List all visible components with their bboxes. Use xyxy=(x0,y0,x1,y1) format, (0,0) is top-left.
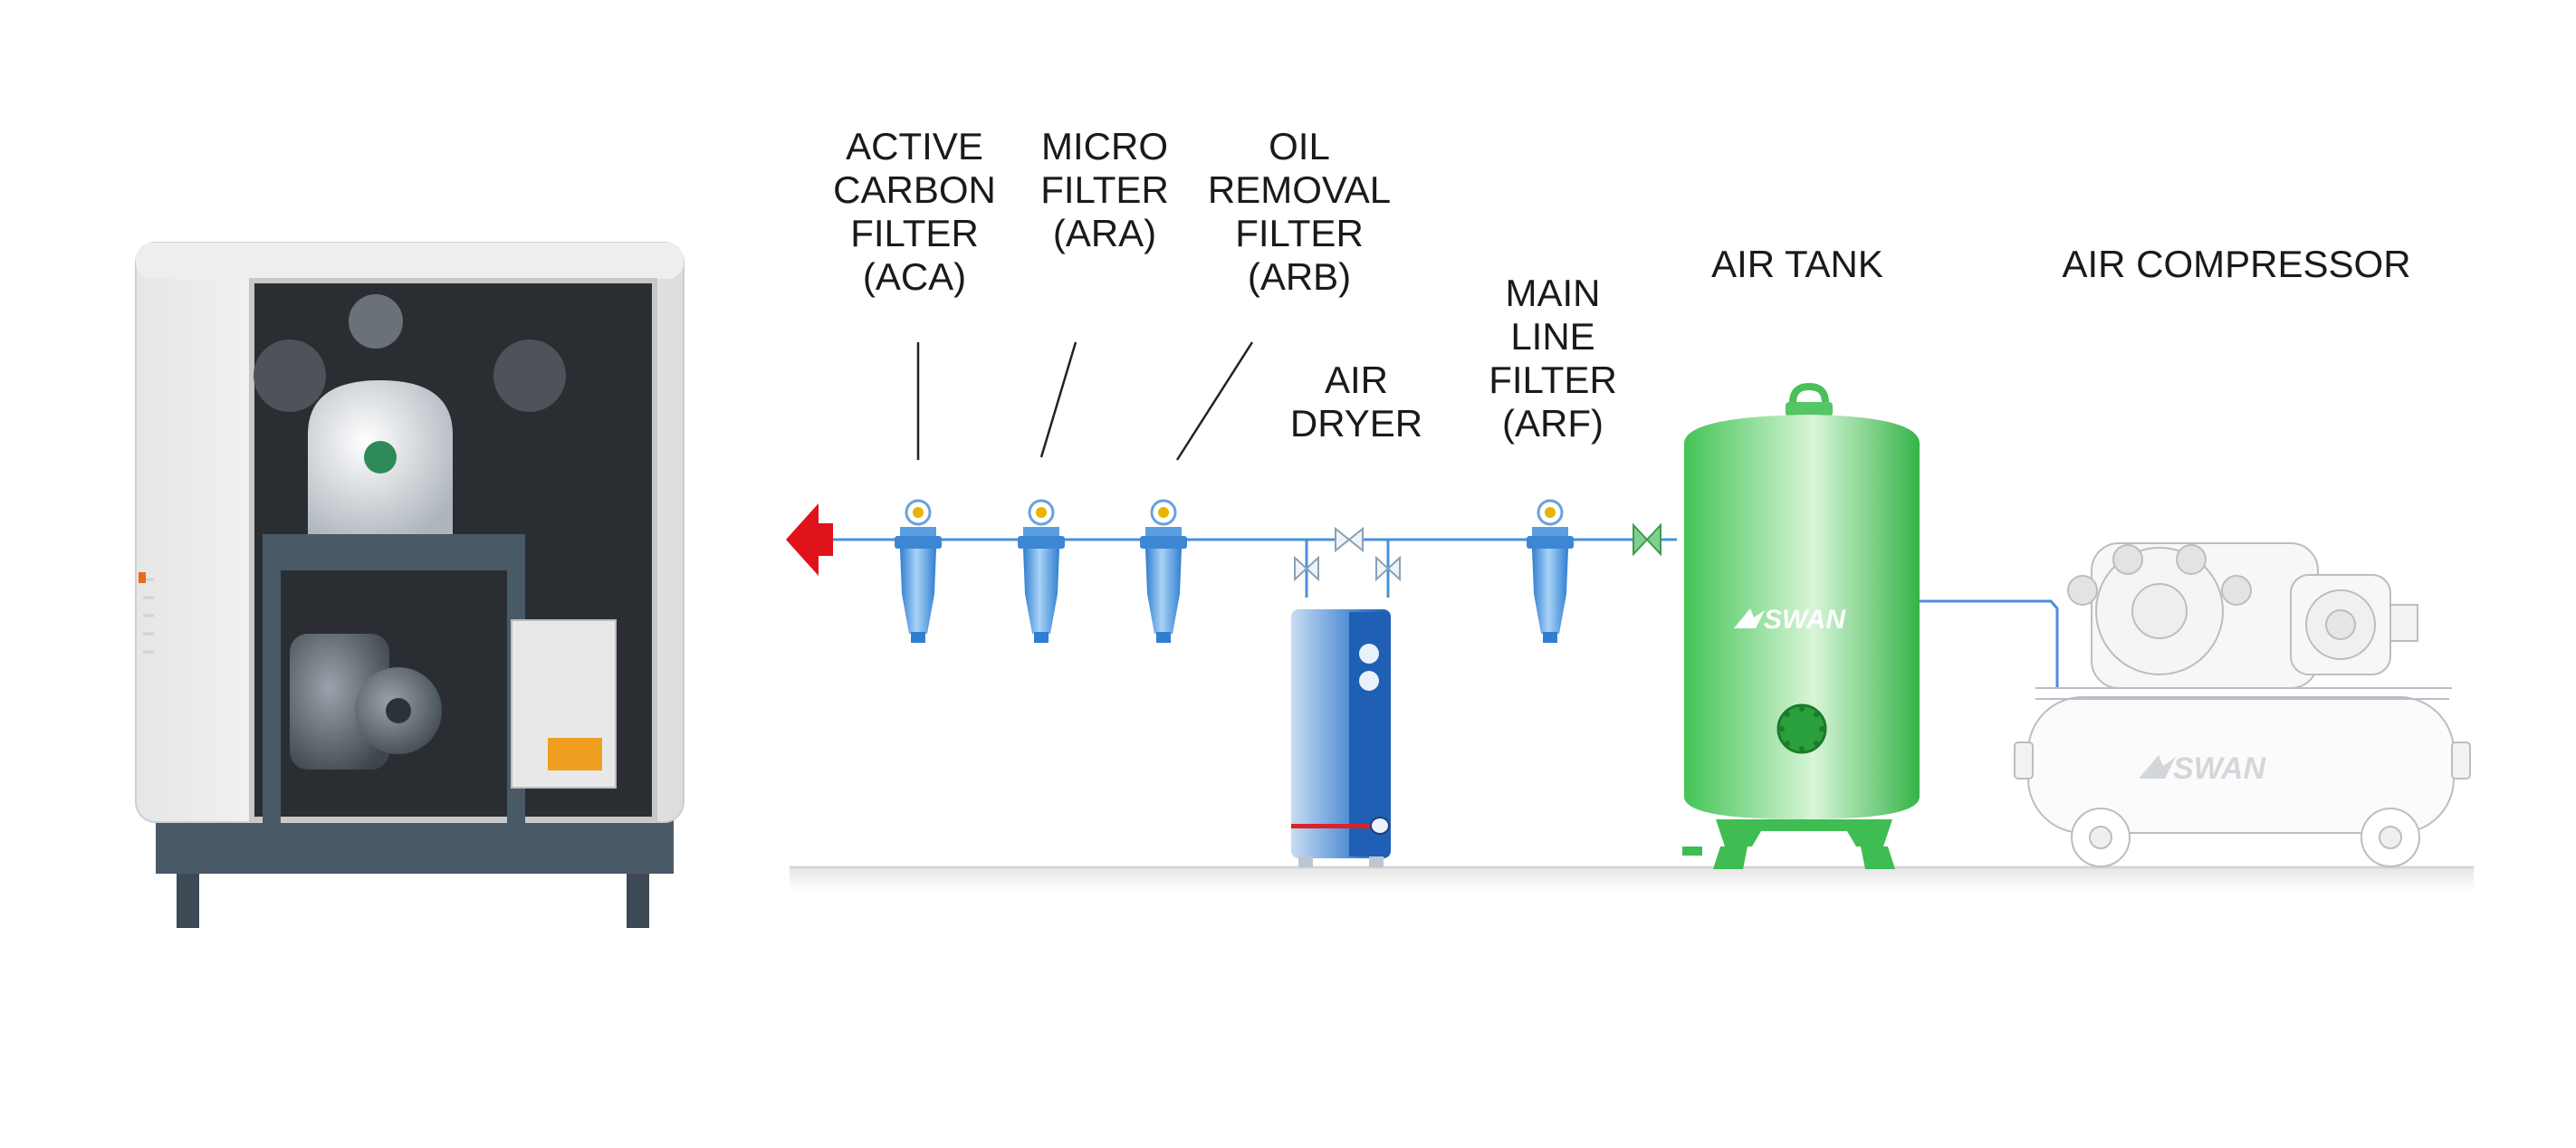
label-line: AIR TANK xyxy=(1711,243,1883,285)
label-main-line-filter: MAIN LINE FILTER (ARF) xyxy=(1449,272,1657,445)
label-line: MAIN xyxy=(1505,272,1601,314)
label-air-tank: AIR TANK xyxy=(1675,243,1920,286)
label-air-compressor: AIR COMPRESSOR xyxy=(2028,243,2445,286)
air-tank-unit: SWAN xyxy=(1682,382,1920,869)
label-line: (ARA) xyxy=(1052,212,1157,254)
label-line: LINE xyxy=(1510,315,1595,358)
label-line: REMOVAL xyxy=(1207,168,1392,211)
filter-oil-removal xyxy=(1140,499,1187,643)
tank-inlet-valve-icon xyxy=(1633,522,1661,557)
label-line: (ACA) xyxy=(862,255,967,298)
label-line: AIR xyxy=(1324,359,1388,401)
svg-text:SWAN: SWAN xyxy=(1764,605,1846,635)
label-line: (ARF) xyxy=(1502,402,1604,445)
valve-icon xyxy=(1294,526,1401,582)
filter-active-carbon xyxy=(895,499,942,643)
filter-main-line xyxy=(1527,499,1574,643)
label-micro-filter: MICRO FILTER (ARA) xyxy=(1001,125,1209,255)
leader-lines xyxy=(916,341,1254,461)
compressor-cabinet xyxy=(135,242,685,928)
label-line: FILTER xyxy=(850,212,979,254)
label-line: ACTIVE xyxy=(846,125,983,167)
label-air-dryer: AIR DRYER xyxy=(1252,359,1460,445)
svg-text:SWAN: SWAN xyxy=(2173,751,2266,786)
label-line: CARBON xyxy=(833,168,996,211)
swan-logo: SWAN xyxy=(1734,605,1846,635)
filter-micro xyxy=(1018,499,1065,643)
air-dryer-unit xyxy=(1291,609,1391,867)
label-line: MICRO xyxy=(1041,125,1168,167)
label-line: (ARB) xyxy=(1247,255,1352,298)
electric-motor xyxy=(290,634,442,770)
compressor-pump xyxy=(254,294,566,534)
label-active-carbon-filter: ACTIVE CARBON FILTER (ACA) xyxy=(810,125,1019,299)
control-box xyxy=(511,619,617,789)
label-line: FILTER xyxy=(1040,168,1169,211)
floor xyxy=(790,866,2474,893)
label-oil-removal-filter: OIL REMOVAL FILTER (ARB) xyxy=(1195,125,1403,299)
label-line: OIL xyxy=(1269,125,1330,167)
label-line: AIR COMPRESSOR xyxy=(2062,243,2411,285)
label-line: FILTER xyxy=(1235,212,1364,254)
label-line: FILTER xyxy=(1489,359,1617,401)
air-compressor-unit: SWAN xyxy=(2014,542,2471,867)
outlet-arrow-icon xyxy=(786,503,833,576)
label-line: DRYER xyxy=(1289,402,1423,445)
